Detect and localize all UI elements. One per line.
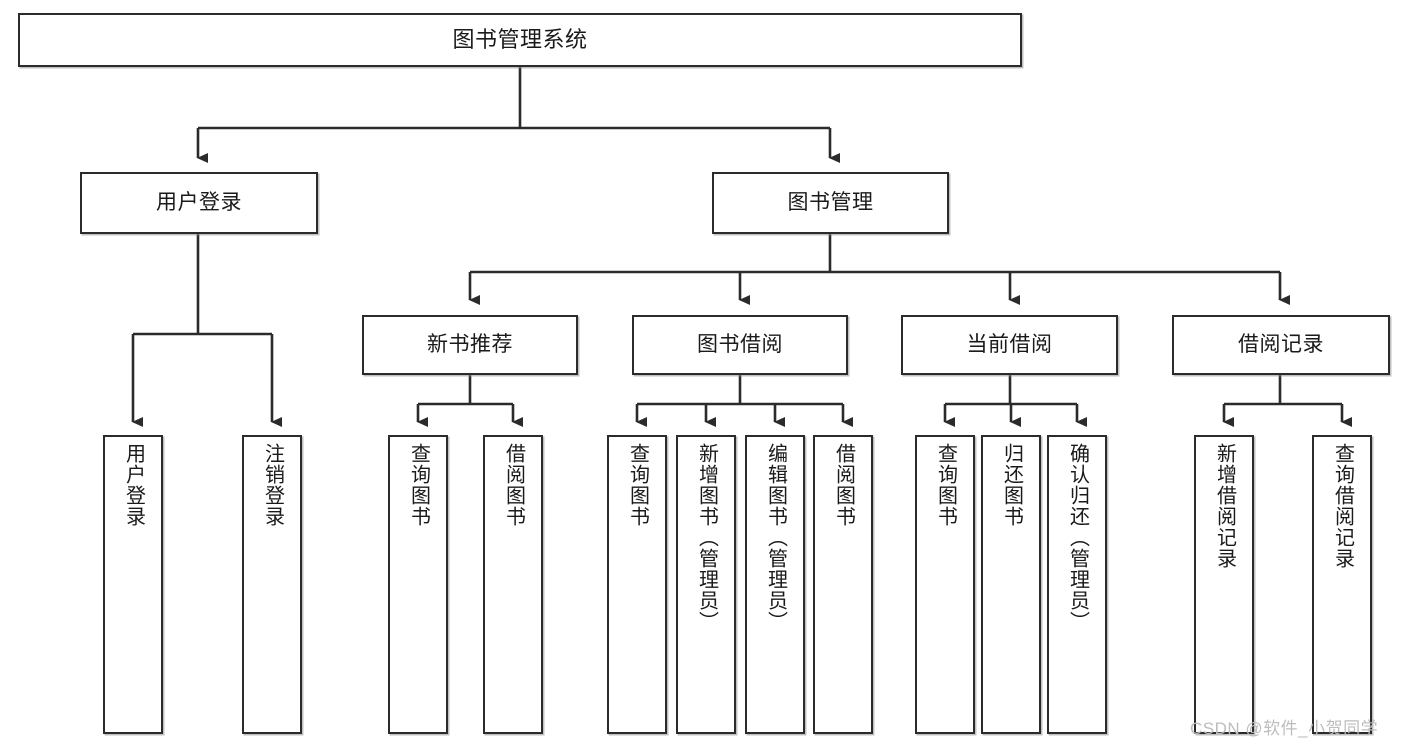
node-label: 注销登录 [261,443,284,527]
node-label: 用户登录 [156,190,242,214]
node-book-manage[interactable]: 图书管理 [712,172,949,234]
node-label: 查询图书 [626,443,649,527]
node-leaf-return-book[interactable]: 归还图书 [981,435,1041,734]
node-leaf-edit-book[interactable]: 编辑图书（管理员） [745,435,805,734]
node-label: 新增图书（管理员） [695,443,718,632]
csdn-watermark: CSDN @软件_小贺同学 [1190,719,1379,738]
node-leaf-query-record[interactable]: 查询借阅记录 [1312,435,1372,734]
node-label: 借阅图书 [832,443,855,527]
node-label: 查询借阅记录 [1331,443,1354,569]
node-leaf-user-login[interactable]: 用户登录 [103,435,163,734]
node-label: 图书借阅 [697,332,783,356]
node-leaf-query-book-2[interactable]: 查询图书 [607,435,667,734]
node-book-borrow[interactable]: 图书借阅 [632,315,848,375]
node-label: 新书推荐 [427,332,513,356]
node-label: 新增借阅记录 [1213,443,1236,569]
node-leaf-borrow-book-2[interactable]: 借阅图书 [813,435,873,734]
node-label: 确认归还（管理员） [1066,443,1089,632]
node-borrow-record[interactable]: 借阅记录 [1172,315,1390,375]
node-label: 借阅图书 [502,443,525,527]
node-leaf-query-book-3[interactable]: 查询图书 [915,435,975,734]
node-label: 当前借阅 [966,332,1053,356]
node-leaf-confirm-return[interactable]: 确认归还（管理员） [1047,435,1107,734]
node-label: 图书管理 [787,190,874,214]
node-leaf-user-logout[interactable]: 注销登录 [242,435,302,734]
node-root-system[interactable]: 图书管理系统 [18,13,1022,67]
node-leaf-add-record[interactable]: 新增借阅记录 [1194,435,1254,734]
node-label: 归还图书 [1000,443,1023,527]
node-label: 查询图书 [934,443,957,527]
node-label: 用户登录 [122,443,145,527]
node-current-borrow[interactable]: 当前借阅 [901,315,1118,375]
node-leaf-add-book[interactable]: 新增图书（管理员） [676,435,736,734]
node-label: 查询图书 [407,443,430,527]
node-label: 编辑图书（管理员） [764,443,787,632]
node-user-login[interactable]: 用户登录 [80,172,318,234]
node-leaf-borrow-book-1[interactable]: 借阅图书 [483,435,543,734]
node-label: 图书管理系统 [452,27,588,53]
node-leaf-query-book-1[interactable]: 查询图书 [388,435,448,734]
node-label: 借阅记录 [1238,332,1324,356]
node-new-book-rec[interactable]: 新书推荐 [362,315,578,375]
